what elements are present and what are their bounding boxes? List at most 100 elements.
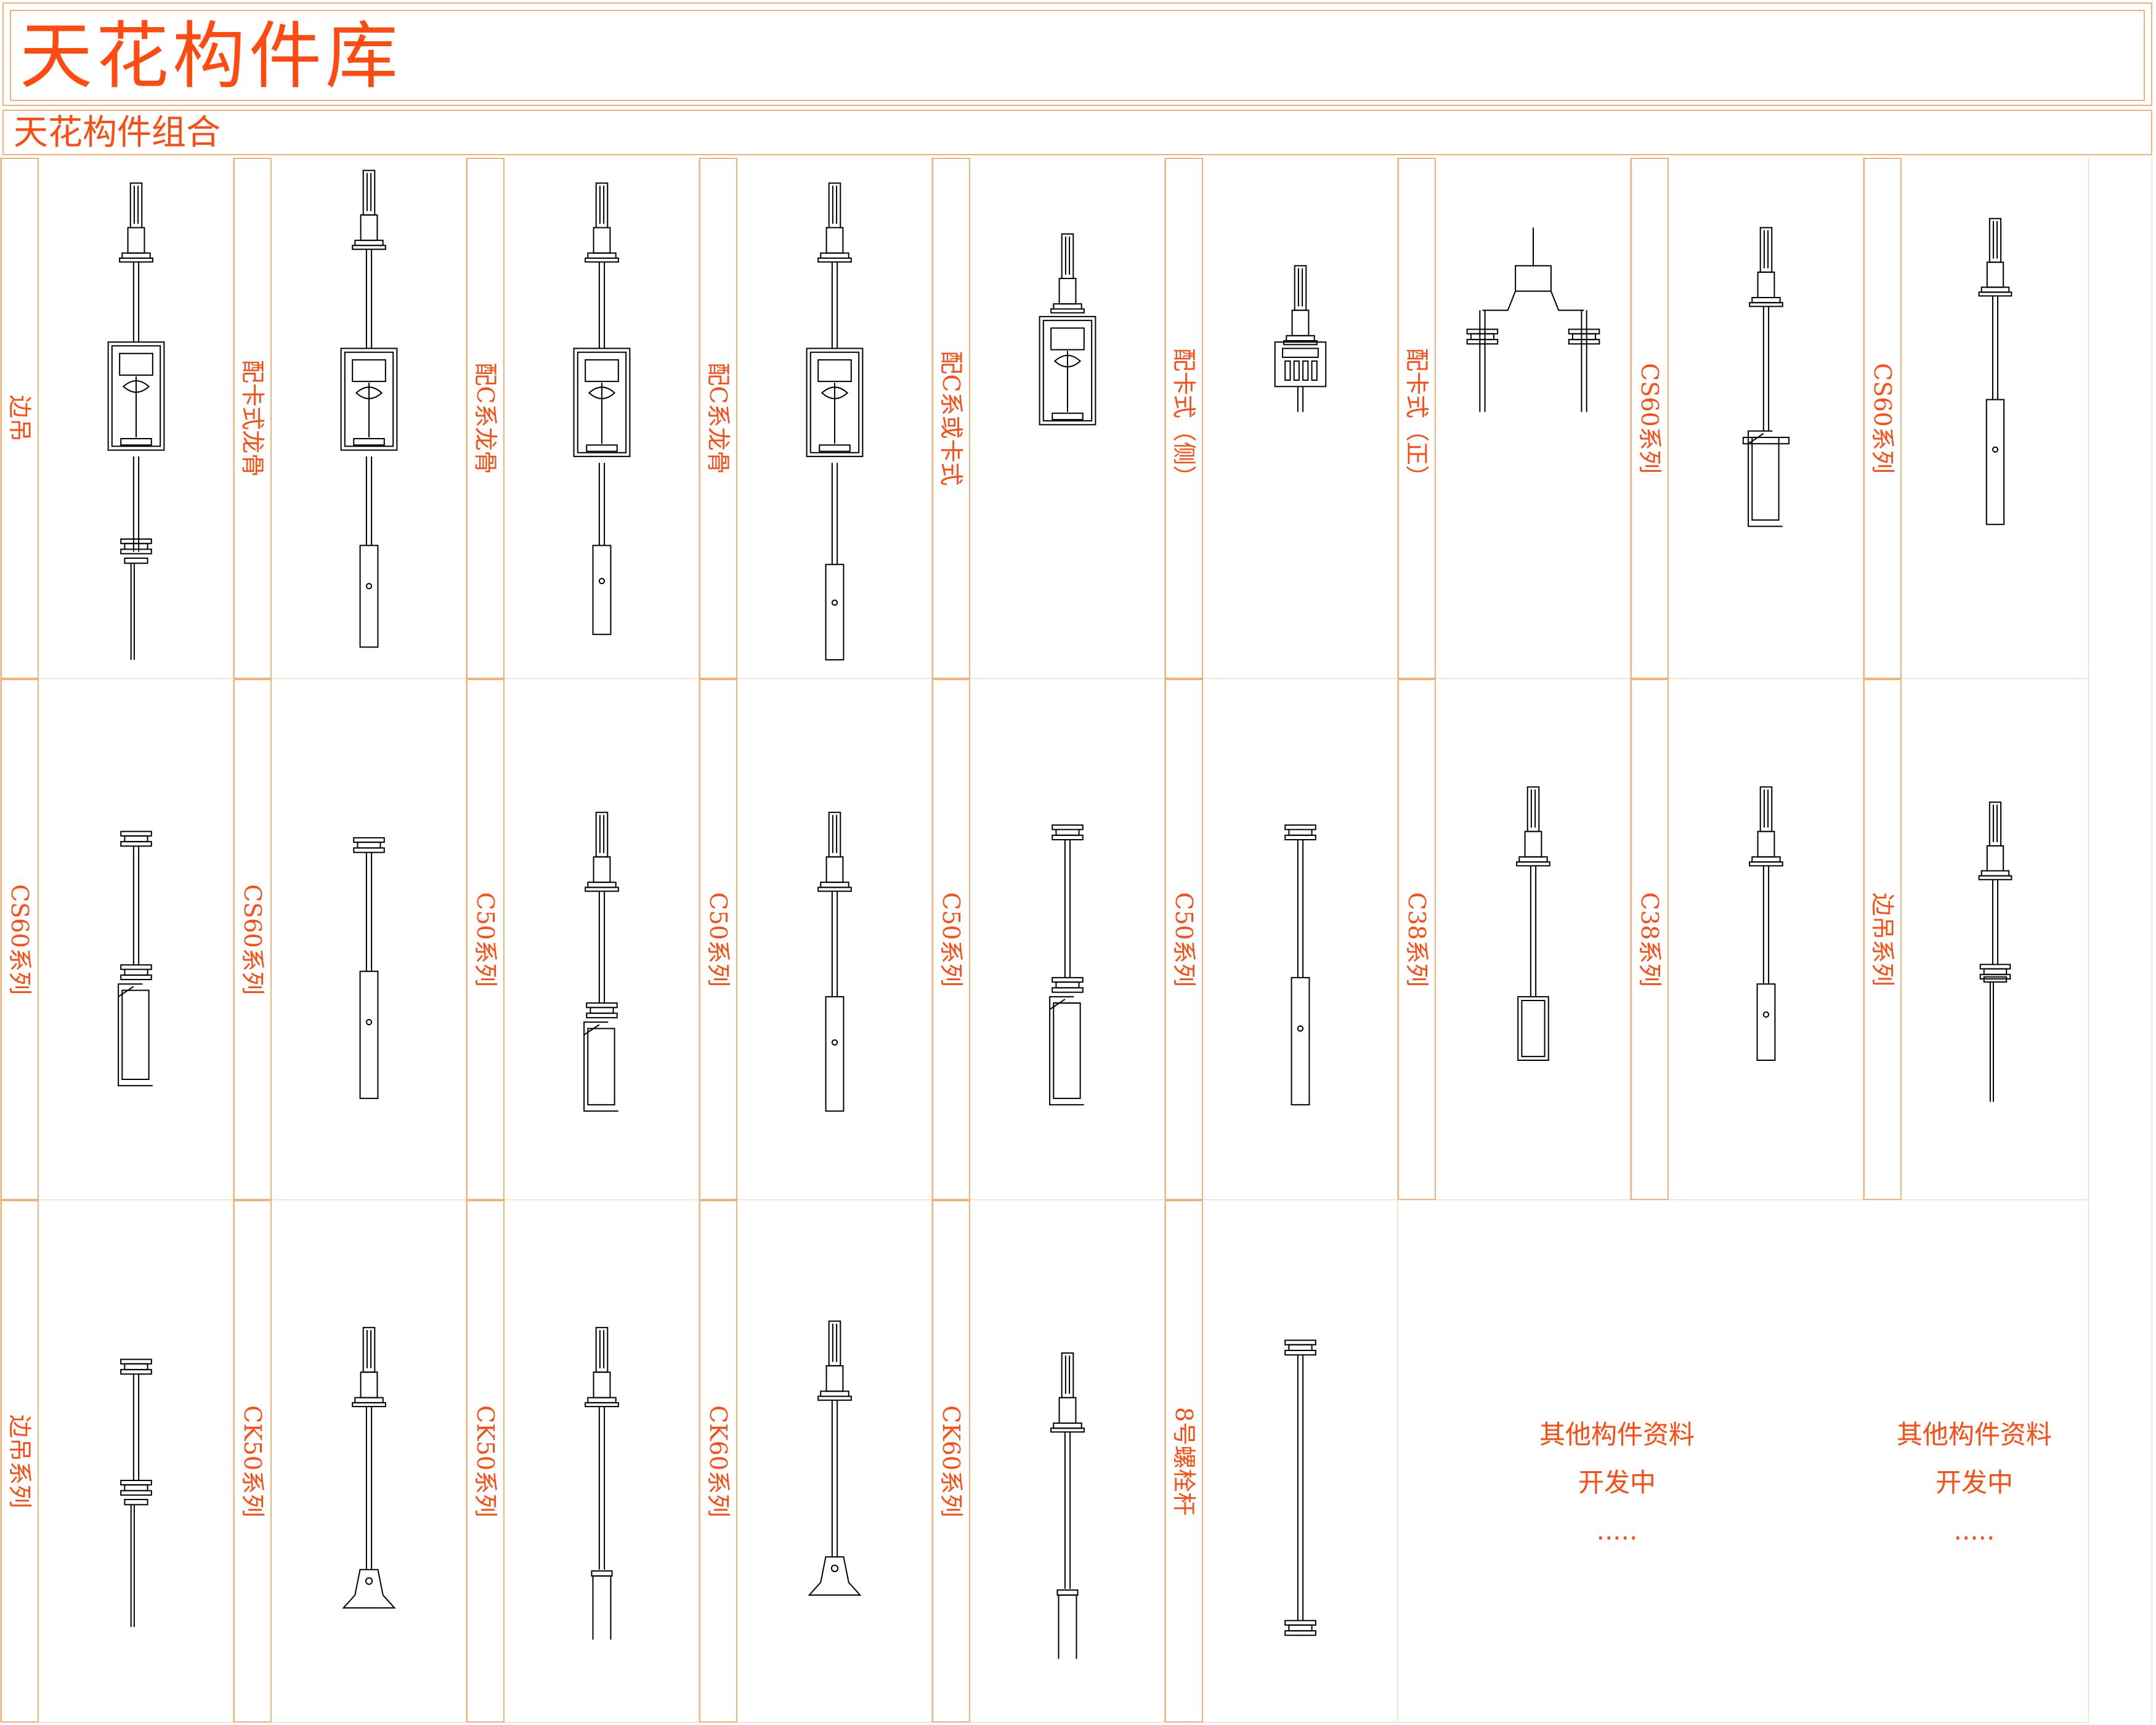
component-label: CK50系列 [239, 1405, 266, 1517]
anchor-nut [1752, 857, 1780, 862]
anchor-sleeve [1060, 1398, 1076, 1423]
hanger-plate [818, 360, 851, 381]
component-cell [233, 1200, 466, 1723]
hex-nut [1980, 965, 2011, 969]
clip-tooth [1294, 361, 1299, 380]
hanger-frame [341, 349, 397, 450]
sleeve-tube [1292, 978, 1310, 1105]
cs-clamp [1743, 437, 1789, 444]
hanger-frame [807, 349, 863, 457]
clip-box [1275, 342, 1326, 386]
anchor-sleeve [594, 227, 610, 253]
title-inner-frame [10, 10, 2145, 101]
component-drawing-clip-side [1203, 158, 1398, 679]
sleeve-tube [1987, 400, 2004, 525]
component-cell [1398, 158, 1631, 679]
anchor-body [363, 171, 375, 215]
component-drawing-c-keel-b [737, 158, 932, 679]
hex-nut [1467, 339, 1498, 344]
anchor-body [1761, 787, 1772, 831]
anchor-nut [821, 882, 848, 887]
component-drawing-edge-hanger [39, 158, 233, 679]
component-label-cell: C50系列 [1165, 679, 1203, 1200]
hex-nut [354, 848, 384, 852]
anchor-nut [1982, 871, 2009, 876]
anchor-nut [588, 253, 615, 258]
hex-nut [121, 1480, 152, 1485]
component-label: CK60系列 [705, 1405, 732, 1517]
component-label-cell: CK60系列 [699, 1200, 737, 1723]
clip-tooth [1285, 361, 1290, 380]
hex-nut [121, 1370, 152, 1374]
anchor-washer [1051, 309, 1084, 313]
anchor-sleeve [594, 1372, 610, 1397]
component-drawing-ck50-b [505, 1200, 699, 1723]
hanger-plate [120, 354, 153, 375]
drawing-group [1743, 227, 1789, 526]
hex-nut [357, 842, 380, 848]
channel-slot [588, 1028, 614, 1105]
drawing-group [344, 1328, 395, 1608]
component-label: 配C系龙骨 [472, 362, 499, 474]
channel-slot [1053, 1003, 1080, 1098]
component-drawing-c-keel-a [505, 158, 699, 679]
subtitle-frame: 天花构件组合 [2, 110, 2152, 155]
title-frame: 天花构件库 [2, 2, 2152, 106]
drawing-group [121, 1360, 152, 1627]
anchor-body [131, 183, 142, 227]
fork-clip [593, 1576, 611, 1639]
sleeve-pin [1298, 1026, 1303, 1031]
component-drawing-clip-front [1436, 158, 1631, 679]
component-cell [466, 679, 699, 1200]
hex-nut [1052, 978, 1083, 982]
hex-nut [1285, 1631, 1316, 1635]
clip-hook [1748, 434, 1764, 444]
hex-nut [1289, 830, 1311, 835]
drawing-group [584, 813, 618, 1111]
anchor-sleeve [827, 857, 843, 882]
anchor-washer [1284, 341, 1317, 344]
anchor-body [1990, 802, 2001, 846]
component-label-cell: 配卡式（正） [1398, 158, 1436, 679]
hanger-frame [1040, 317, 1096, 424]
drawing-group [1275, 266, 1326, 412]
component-drawing-edge-series [1902, 679, 2089, 1200]
hex-nut [1056, 982, 1079, 988]
fork-collar [1057, 1590, 1077, 1595]
hex-nut [1052, 988, 1083, 992]
component-label-cell: CS60系列 [233, 679, 272, 1200]
anchor-washer [585, 258, 618, 262]
anchor-washer [352, 245, 386, 249]
component-label: 配C系龙骨 [705, 362, 732, 474]
hex-nut [590, 1007, 613, 1013]
component-label: 配卡式（正） [1403, 347, 1430, 489]
clip-hook [584, 1025, 599, 1035]
component-label: CS60系列 [239, 884, 266, 995]
drawing-group [1517, 787, 1550, 1060]
component-label-cell: CK60系列 [932, 1200, 970, 1723]
anchor-washer [352, 1403, 386, 1406]
hex-nut [1467, 330, 1498, 334]
component-label: CS60系列 [1636, 363, 1663, 474]
component-cell [1, 158, 233, 679]
component-cell [1165, 158, 1398, 679]
anchor-sleeve [1758, 832, 1775, 857]
component-cell [699, 679, 932, 1200]
drawing-group [1040, 234, 1096, 425]
anchor-body [363, 1328, 375, 1372]
dev-note-1-line1: 其他构件资料 [1539, 1419, 1695, 1450]
clip-tooth [1312, 361, 1317, 380]
dev-note-2: 其他构件资料 开发中 ..... [1839, 1411, 2110, 1555]
anchor-nut [1519, 857, 1547, 862]
edge-plate [1984, 977, 2006, 982]
drawing-group [118, 832, 153, 1086]
component-cell [1631, 679, 1863, 1200]
component-drawing-c38-channel [1436, 679, 1631, 1200]
component-label-cell: 边吊系列 [1863, 679, 1902, 1200]
channel-clip [118, 984, 153, 1086]
hex-nut [1285, 1341, 1316, 1345]
dev-note-1-line3: ..... [1596, 1516, 1638, 1546]
anchor-sleeve [827, 227, 843, 253]
anchor-body [596, 1328, 608, 1372]
component-label: CK60系列 [938, 1405, 965, 1517]
